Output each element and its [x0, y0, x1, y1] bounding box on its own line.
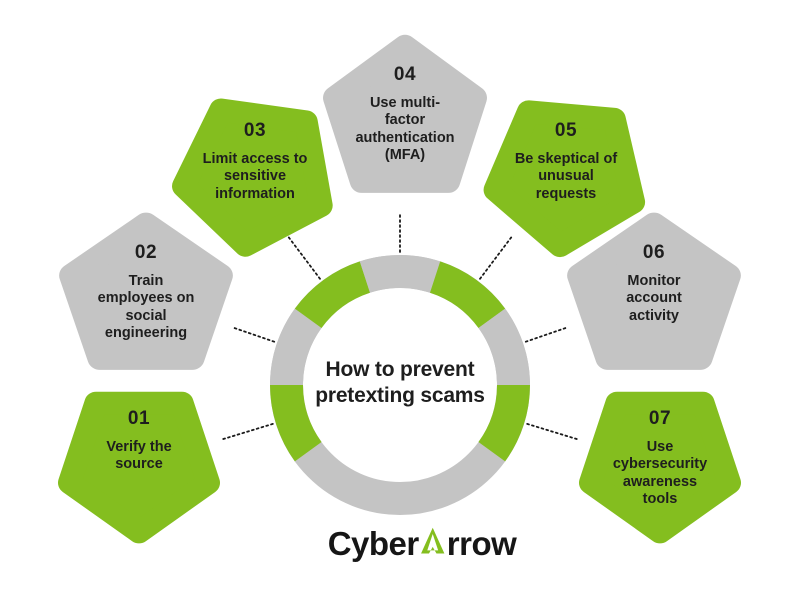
step-number: 05 — [554, 120, 578, 141]
diagram-title-line1: How to prevent — [325, 358, 475, 381]
connector-06 — [524, 326, 569, 343]
step-content: 01 Verify the source — [56, 383, 222, 545]
step-label: Use multi-factor authentication (MFA) — [355, 95, 455, 164]
pentagon-icon — [323, 34, 487, 193]
step-number: 02 — [134, 242, 158, 263]
pentagon-icon — [57, 391, 221, 544]
connector-01 — [221, 422, 274, 441]
step-number: 06 — [642, 242, 666, 263]
step-pentagon-04: 04 Use multi-factor authentication (MFA) — [321, 33, 489, 202]
step-content: 02 Train employees on social engineering — [57, 211, 235, 379]
step-label: Verify the source — [106, 439, 172, 473]
pentagon-icon — [172, 98, 333, 257]
connector-02 — [231, 326, 276, 343]
step-pentagon-05: 05 Be skeptical of unusual requests — [483, 95, 649, 259]
step-pentagon-01: 01 Verify the source — [56, 383, 222, 545]
pentagon-icon — [59, 212, 233, 370]
arrow-a-icon — [421, 527, 445, 554]
step-number: 07 — [648, 408, 672, 429]
step-content: 05 Be skeptical of unusual requests — [483, 95, 649, 259]
brand-name-prefix: Cyber — [327, 525, 420, 562]
connector-05 — [479, 236, 513, 280]
step-pentagon-06: 06 Monitor account activity — [565, 211, 743, 379]
step-number: 04 — [393, 64, 417, 85]
step-content: 04 Use multi-factor authentication (MFA) — [321, 33, 489, 202]
step-pentagon-02: 02 Train employees on social engineering — [57, 211, 235, 379]
ring-segment-02 — [270, 308, 322, 386]
step-label: Be skeptical of unusual requests — [514, 151, 618, 202]
pentagon-icon — [567, 212, 741, 370]
step-content: 03 Limit access to sensitive information — [172, 95, 338, 259]
connector-07 — [526, 422, 579, 441]
ring-segment-05 — [429, 261, 506, 329]
step-pentagon-07: 07 Use cybersecurity awareness tools — [577, 383, 743, 545]
diagram-title: How to prevent pretexting scams — [300, 357, 500, 410]
ring-segment-03 — [294, 261, 371, 329]
ring-segment-04 — [359, 255, 441, 293]
step-number: 01 — [127, 408, 151, 429]
step-label: Limit access to sensitive information — [202, 151, 308, 202]
step-content: 06 Monitor account activity — [565, 211, 743, 379]
step-pentagon-03: 03 Limit access to sensitive information — [172, 95, 338, 259]
step-label: Use cybersecurity awareness tools — [612, 439, 708, 508]
diagram-title-line2: pretexting scams — [315, 384, 485, 408]
ring-segment-06 — [478, 308, 530, 386]
connector-03 — [287, 236, 321, 280]
step-label: Monitor account activity — [626, 273, 682, 324]
brand-logo: Cyber rrow — [328, 527, 517, 560]
pentagon-icon — [578, 391, 742, 544]
step-content: 07 Use cybersecurity awareness tools — [577, 383, 743, 545]
step-number: 03 — [243, 120, 267, 141]
pentagon-icon — [483, 100, 646, 258]
step-label: Train employees on social engineering — [97, 273, 195, 342]
ring-segment-07 — [478, 384, 530, 462]
ring-segment-01 — [270, 384, 322, 462]
brand-name-suffix: rrow — [446, 525, 517, 562]
